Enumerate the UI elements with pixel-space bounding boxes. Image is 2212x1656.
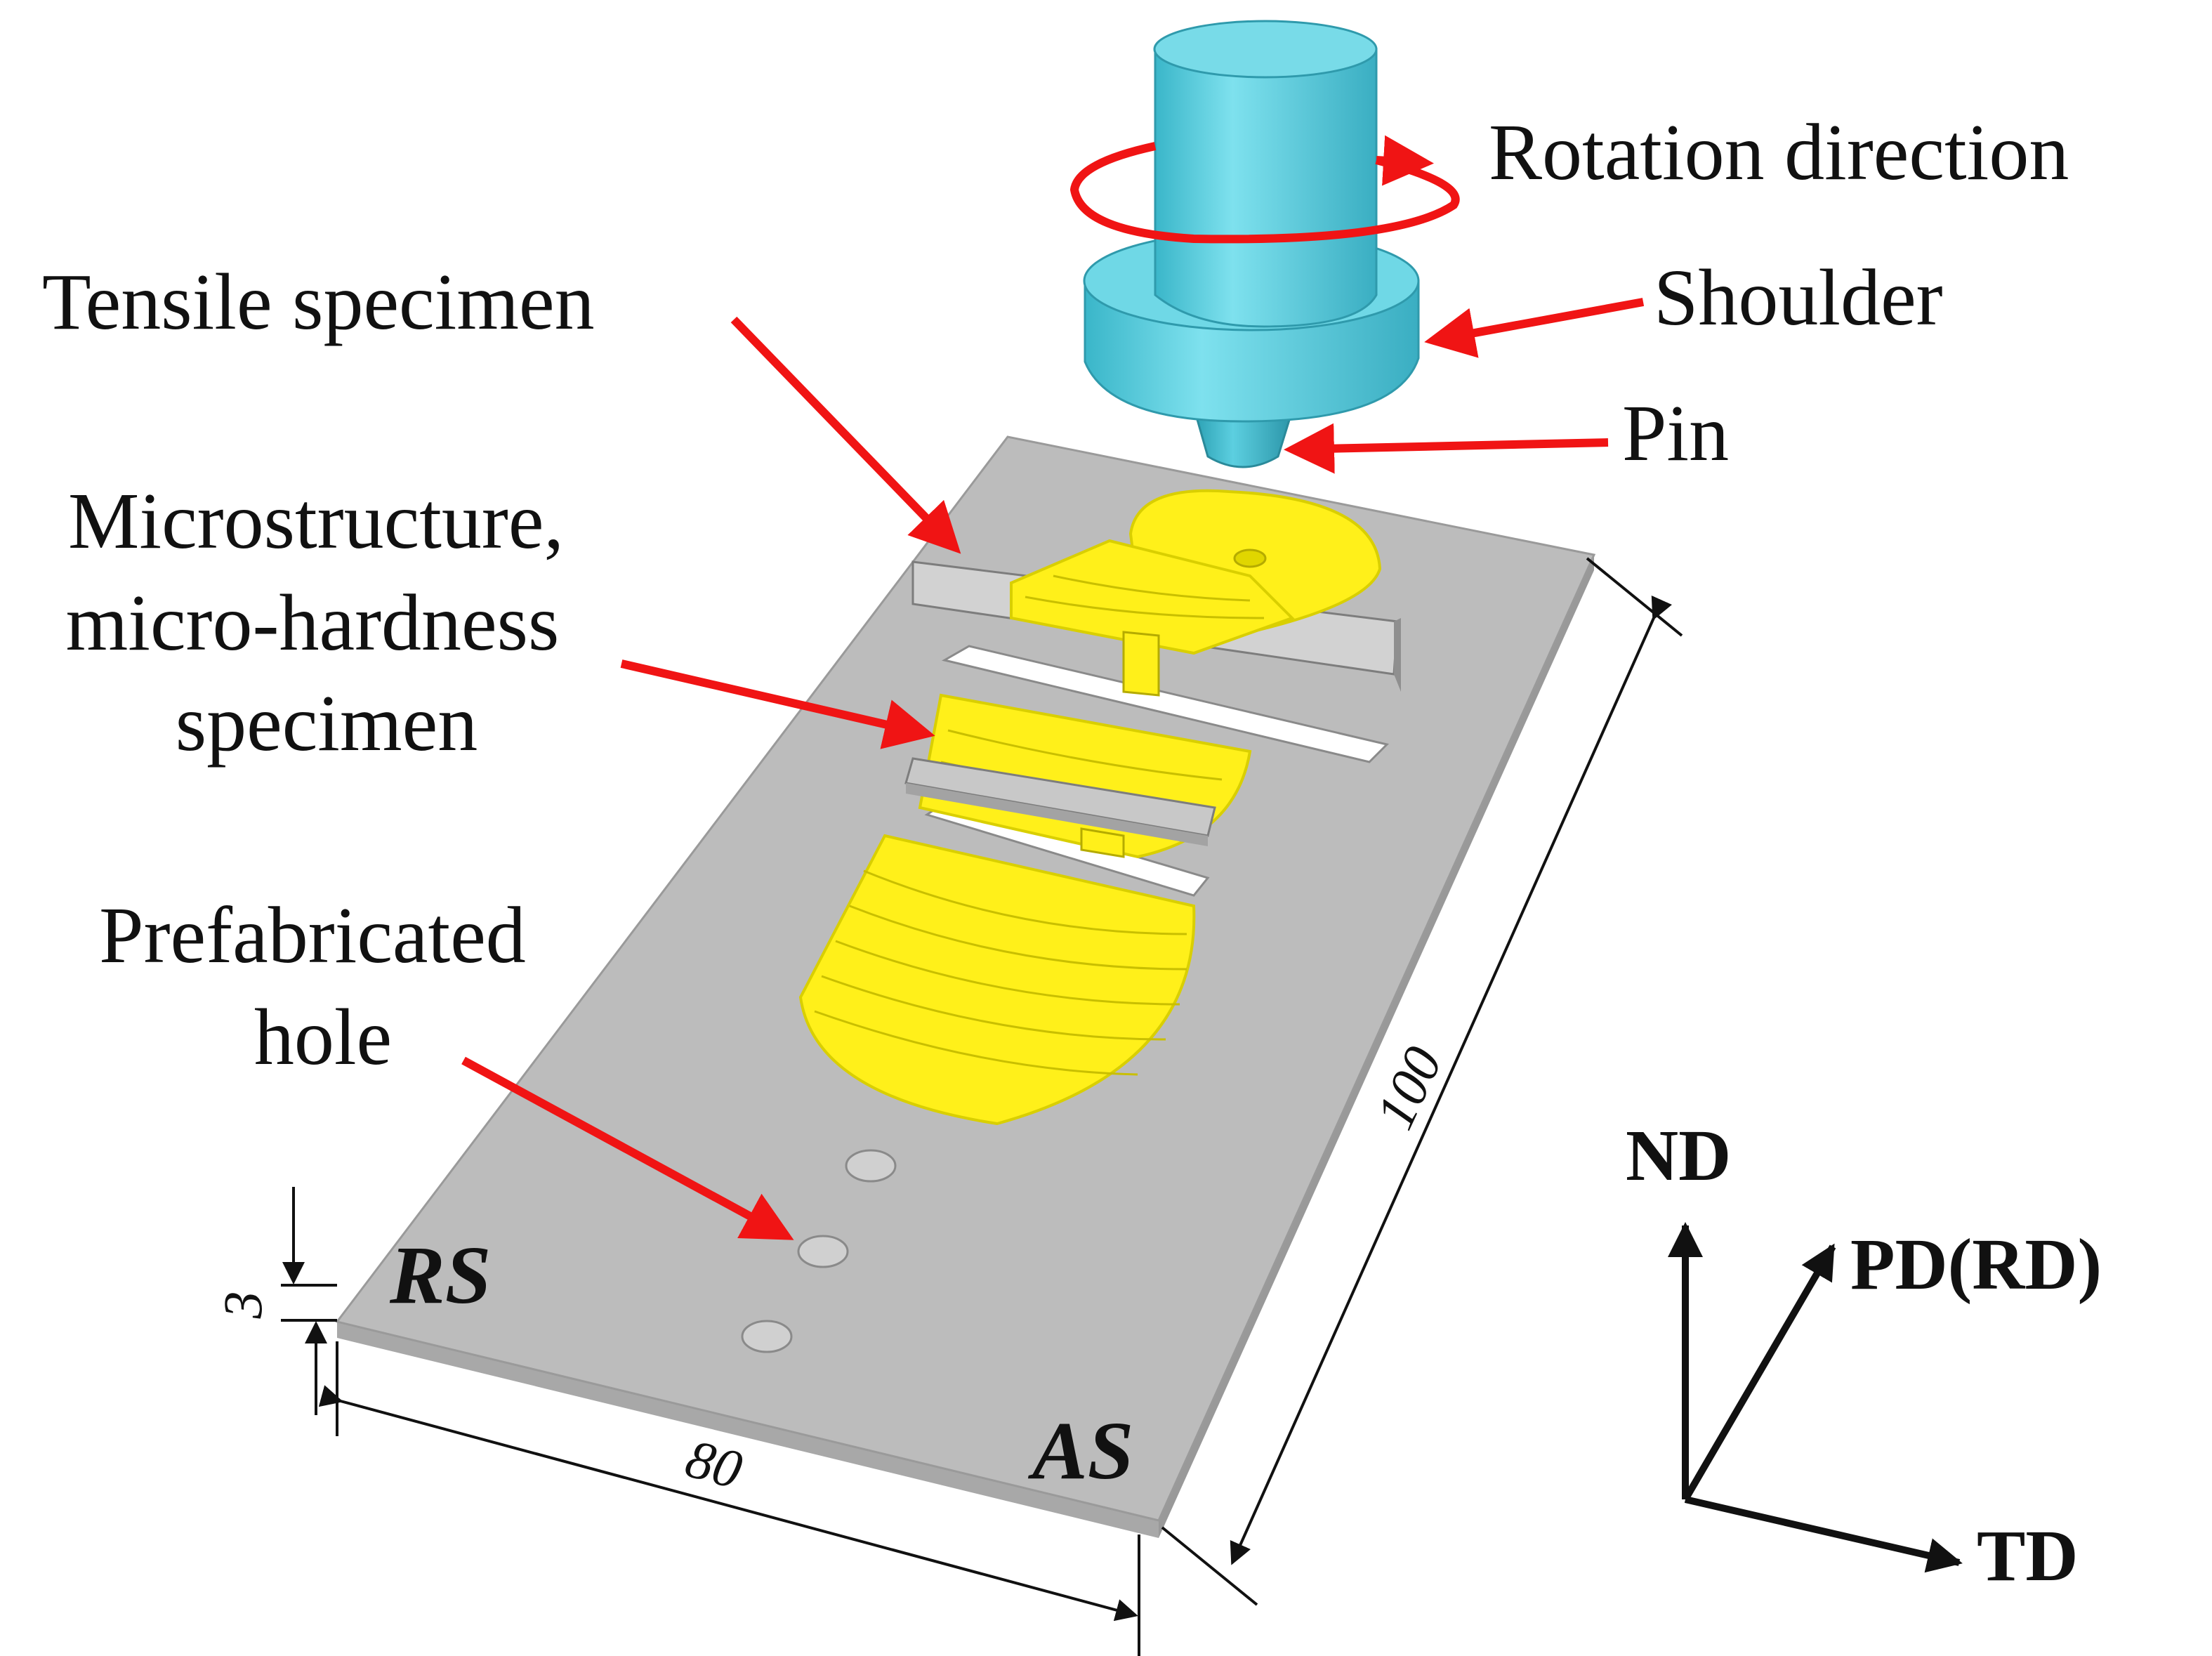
label-dim-3: 3: [212, 1292, 273, 1320]
tool-shank-top: [1153, 20, 1378, 79]
axis-pd-arrow: [1682, 1243, 1836, 1501]
tool-pin: [1192, 406, 1294, 468]
dim-100-ext-top: [1586, 557, 1683, 637]
hole-2: [797, 1235, 849, 1268]
arrow-shoulder: [1424, 298, 1645, 358]
stir-zone-bands: [814, 869, 1187, 1076]
dim-80-line: [318, 1385, 1138, 1622]
arrow-pin: [1284, 423, 1609, 474]
label-dim-100: 100: [1364, 1037, 1454, 1138]
dim-100-ext-bottom: [1161, 1526, 1258, 1606]
label-micro-line1: Microstructure,: [68, 476, 564, 565]
weld-zone: [798, 489, 1401, 1126]
label-advancing-side: AS: [1027, 1405, 1133, 1497]
hole-3: [741, 1320, 793, 1353]
dimension-lines: [281, 557, 1683, 1656]
arrow-tensile: [730, 316, 961, 554]
coordinate-axes: [1668, 1222, 1963, 1573]
tool-shank: [1154, 48, 1378, 328]
specimen-step-2: [1080, 827, 1125, 858]
specimen-step-1: [1122, 631, 1160, 697]
arrow-micro: [620, 659, 935, 749]
fsw-tool: [1083, 20, 1420, 468]
leader-arrows: [461, 298, 1645, 1240]
label-rotation-direction: Rotation direction: [1489, 107, 2069, 197]
keyhole: [1233, 548, 1267, 568]
dim-100-line: [1230, 595, 1673, 1565]
prefabricated-holes: [741, 1149, 897, 1353]
label-axis-nd: ND: [1626, 1115, 1731, 1196]
label-hole-line2: hole: [254, 992, 392, 1082]
arrow-hole: [461, 1056, 794, 1240]
axis-td-arrow: [1684, 1496, 1963, 1573]
label-hole-line1: Prefabricated: [99, 891, 526, 980]
label-shoulder: Shoulder: [1654, 253, 1943, 342]
label-dim-80: 80: [680, 1427, 749, 1500]
label-tensile-specimen: Tensile specimen: [42, 257, 595, 346]
label-axis-pd: PD(RD): [1850, 1224, 2102, 1305]
label-micro-line2: micro-hardness: [66, 578, 560, 667]
stir-zone-bottom: [798, 834, 1196, 1126]
hole-1: [845, 1149, 897, 1183]
rotation-arrow: [1069, 135, 1460, 244]
label-pin: Pin: [1622, 388, 1729, 478]
micro-specimen-block-side: [906, 783, 1208, 846]
label-retreating-side: RS: [389, 1229, 491, 1321]
label-micro-line3: specimen: [176, 678, 478, 768]
label-axis-td: TD: [1977, 1516, 2078, 1596]
